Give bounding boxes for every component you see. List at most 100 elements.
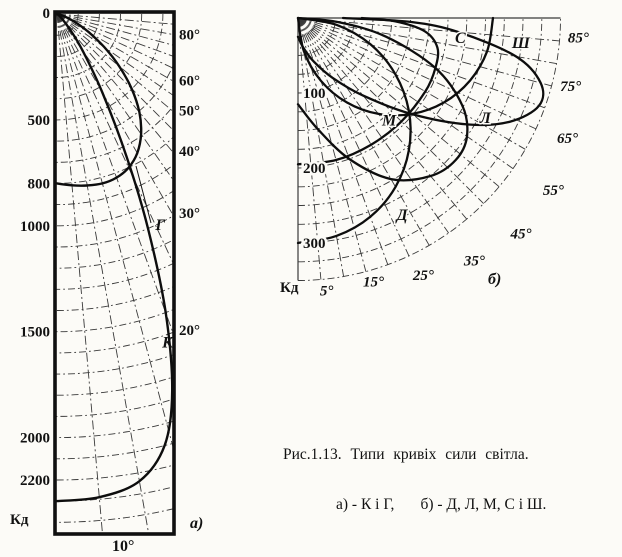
grid-ray [56,13,173,46]
grid-ray [297,17,557,65]
grid-arc [56,190,173,227]
angle-label: 55° [543,183,564,199]
curve-М [296,16,440,166]
grid-ray [56,13,173,112]
radial-tick: 1500 [20,325,50,341]
grid-ray [297,17,537,130]
panel-a-frame [53,10,176,536]
angle-label: 30° [179,206,200,222]
curve-label-Д: Д [395,207,409,224]
grid-ray [297,17,389,265]
grid-arc [56,13,79,36]
grid-arc [297,17,524,244]
curve-Д [296,16,412,245]
grid-arc [56,309,173,333]
grid-arc [56,106,173,163]
grid-ray [56,13,173,57]
grid-arc [297,17,468,188]
curve-label-К: К [161,334,174,351]
grid-ray [56,13,173,180]
radial-tick-origin: 0 [43,6,51,22]
grid-ray [297,17,449,234]
radial-tick: 200 [303,161,326,177]
grid-arc [56,13,143,100]
grid-ray [297,17,500,188]
grid-arc [297,17,355,75]
grid-arc [56,464,173,481]
grid-arc [56,13,164,121]
angle-label: 65° [557,131,578,147]
angle-label: 50° [179,103,200,119]
grid-ray [56,13,173,82]
grid-ray [56,13,173,333]
radial-tick: 1000 [20,219,50,235]
grid-ray [297,17,560,42]
grid-ray [297,17,514,169]
grid-ray [56,13,173,153]
grid-ray [297,17,410,257]
grid-arc [297,17,374,94]
angle-label: 35° [463,254,485,270]
panel-a-grid [56,13,173,533]
grid-ray [56,13,149,533]
grid-arc [297,17,561,281]
angle-label: 25° [412,268,434,284]
angle-label: 15° [363,274,384,290]
grid-arc [56,286,173,311]
grid-arc [56,376,173,396]
angle-label: 60° [179,73,200,89]
angle-label-bottom: 10° [112,538,134,555]
curve-label-М: М [381,113,397,130]
angle-label: 5° [320,283,334,299]
grid-ray [297,17,526,150]
radial-tick: 100 [303,86,326,102]
curve-label-Ш: Ш [511,35,531,52]
grid-ray [56,13,173,25]
radial-tick: 800 [28,176,51,192]
radial-tick: 2200 [20,473,50,489]
angle-label: 85° [568,31,589,47]
curve-С [296,16,495,117]
grid-arc [297,17,411,131]
grid-ray [297,17,545,109]
figure-legend-b: б) - Д, Л, М, С і Ш. [420,496,547,513]
radial-tick: 500 [28,113,51,129]
figure-caption: Рис.1.13. Типи кривіх сили світла. [283,446,529,463]
grid-arc [297,17,430,150]
figure-legend-a: а) - К і Г, [336,496,395,513]
angle-label: 40° [179,144,200,160]
grid-arc [56,165,173,205]
curve-К [56,13,173,503]
grid-ray [56,13,173,96]
curve-Ш [296,16,545,127]
curve-label-С: С [455,30,466,47]
curve-label-Л: Л [479,110,492,127]
curve-label-leader [135,165,152,224]
grid-arc [56,354,173,375]
unit-label: Кд [10,512,29,528]
grid-ray [297,17,345,277]
curve-label-Г: Г [154,217,165,234]
figure-legend: а) - К і Г, б) - Д, Л, М, С і Ш. [336,496,622,514]
grid-ray [297,17,468,220]
grid-arc [56,13,100,57]
grid-ray [56,13,173,131]
panel-a-polar-chart: 0500800100015002000220080°60°50°40°30°20… [10,6,203,555]
grid-ray [56,13,173,215]
grid-ray [297,17,484,204]
unit-label: Кд [280,280,299,296]
grid-arc [56,13,121,78]
grid-arc [297,17,393,113]
radial-tick: 300 [303,236,326,252]
grid-ray [56,13,173,447]
angle-label: 80° [179,27,200,43]
grid-ray [56,13,103,533]
grid-ray [56,13,173,35]
grid-arc [297,17,486,206]
grid-ray [297,17,322,280]
panel-label: б) [488,271,501,288]
grid-arc [56,215,173,248]
grid-ray [297,17,430,246]
